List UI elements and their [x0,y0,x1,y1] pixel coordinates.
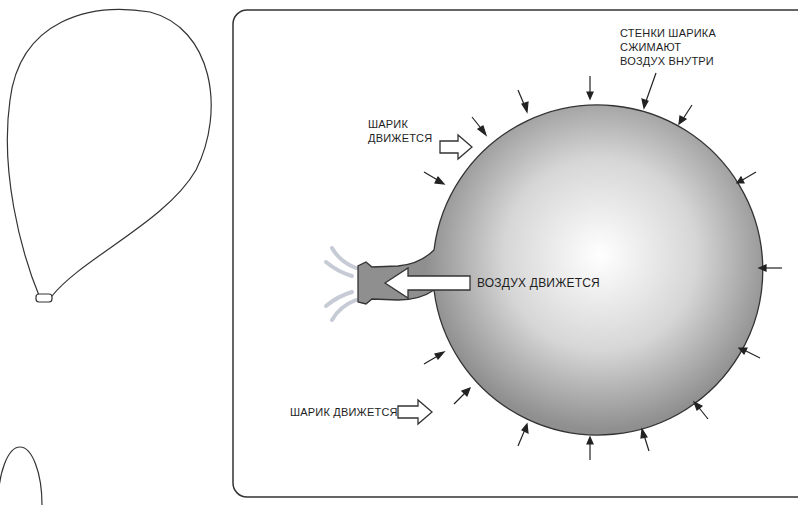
motion-label: ШАРИК ДВИЖЕТСЯ [290,405,398,419]
balloon-knot [36,294,52,302]
wall-note: СТЕНКИ ШАРИКА СЖИМАЮТ ВОЗДУХ ВНУТРИ [620,26,728,68]
pressure-arrows [424,76,782,460]
panel-frame [233,10,798,497]
motion-arrow [385,135,472,424]
air-label: ВОЗДУХ ДВИЖЕТСЯ [477,276,600,290]
inflated-balloon [358,105,763,435]
balloon-outline [7,9,211,298]
motion-label: ШАРИК ДВИЖЕТСЯ [368,117,434,145]
air-puff [326,248,356,320]
leader-line [642,73,656,108]
balloon-outline [0,447,42,505]
